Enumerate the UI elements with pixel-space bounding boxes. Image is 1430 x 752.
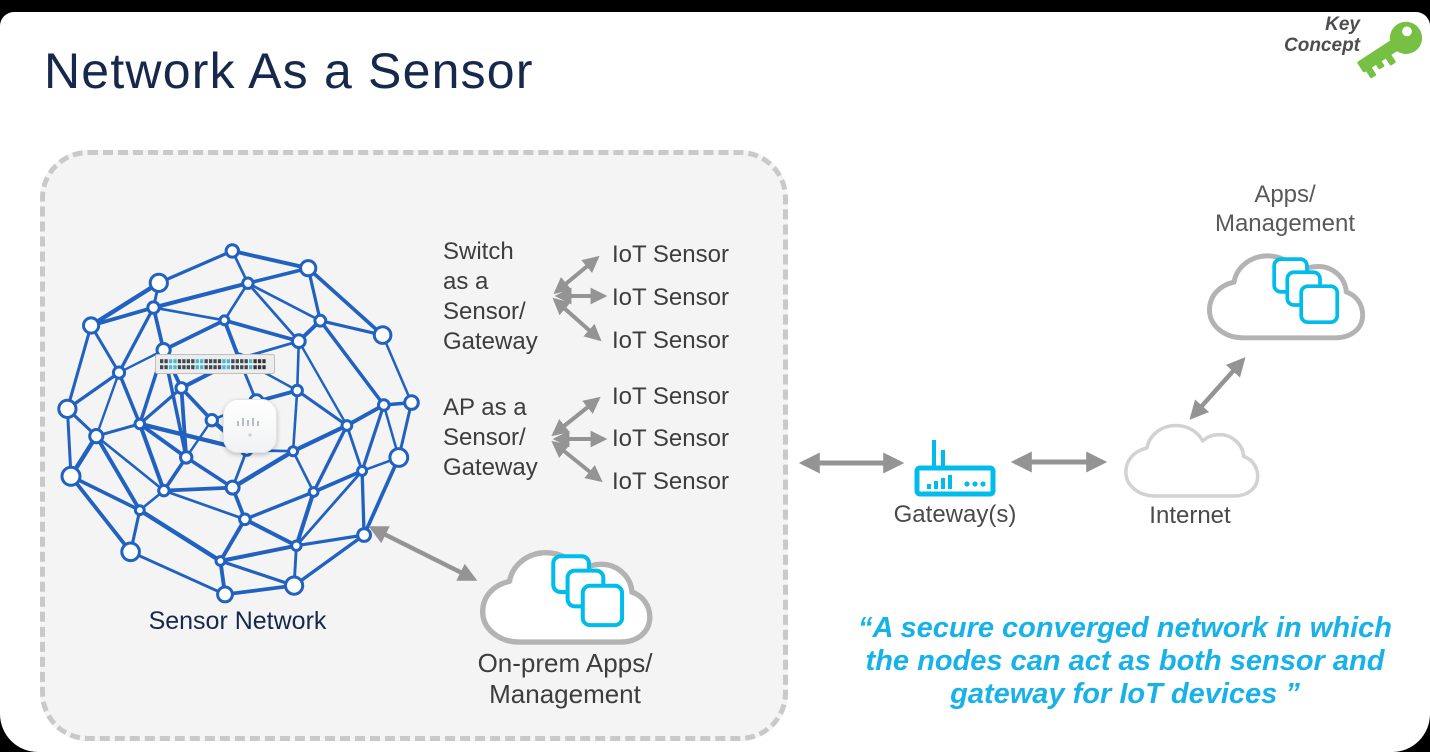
ap-label-line1: AP as a — [443, 394, 527, 421]
apps-label-line1: Apps/ — [1254, 181, 1316, 208]
sensor-mesh-graphic — [57, 243, 420, 604]
switch-group-label: Switch as a Sensor/ Gateway — [443, 237, 538, 357]
ap-label-line3: Gateway — [443, 454, 538, 481]
apps-cloud-label: Apps/ Management — [1193, 180, 1377, 238]
switch-label-line2: as a — [443, 268, 489, 295]
access-point-image — [223, 399, 277, 453]
key-concept-line1: Key — [1325, 14, 1360, 35]
onprem-label-line2: Management — [489, 679, 641, 709]
ap-group-label: AP as a Sensor/ Gateway — [443, 393, 538, 483]
gateway-label: Gateway(s) — [893, 501, 1017, 528]
iot-sensor-label: IoT Sensor — [612, 241, 729, 268]
arrow-internet-apps — [1189, 357, 1246, 420]
wireless-router-icon — [914, 440, 996, 497]
quote-line2: the nodes can act as both sensor and — [865, 645, 1385, 677]
sensor-network-box — [40, 150, 788, 741]
quote-line1: “A secure converged network in which — [858, 612, 1392, 644]
iot-sensor-label: IoT Sensor — [612, 327, 729, 354]
switch-device-image — [155, 354, 275, 374]
iot-sensor-label: IoT Sensor — [612, 284, 729, 311]
switch-label-line4: Gateway — [443, 328, 538, 355]
internet-label: Internet — [1149, 502, 1231, 529]
key-concept-quote: “A secure converged network in which the… — [845, 612, 1405, 711]
apps-cloud-icon — [1207, 253, 1366, 341]
iot-sensor-label: IoT Sensor — [612, 468, 729, 495]
quote-line3: gateway for IoT devices ” — [950, 678, 1300, 710]
internet-cloud-icon — [1124, 423, 1260, 498]
key-concept-line2: Concept — [1284, 35, 1360, 56]
switch-label-line1: Switch — [443, 238, 514, 265]
apps-label-line2: Management — [1214, 210, 1356, 237]
onprem-cloud-label: On-prem Apps/ Management — [462, 648, 668, 710]
iot-sensor-label: IoT Sensor — [612, 425, 729, 452]
switch-label-line3: Sensor/ — [443, 298, 526, 325]
onprem-label-line1: On-prem Apps/ — [477, 648, 653, 678]
page-title: Network As a Sensor — [44, 43, 534, 99]
key-concept-label: Key Concept — [1205, 14, 1360, 56]
key-icon — [1357, 21, 1423, 79]
sensor-network-label: Sensor Network — [148, 607, 327, 635]
iot-sensor-label: IoT Sensor — [612, 383, 729, 410]
ap-label-line2: Sensor/ — [443, 424, 526, 451]
onprem-cloud-icon — [480, 550, 653, 645]
cisco-logo-mark — [237, 418, 259, 437]
